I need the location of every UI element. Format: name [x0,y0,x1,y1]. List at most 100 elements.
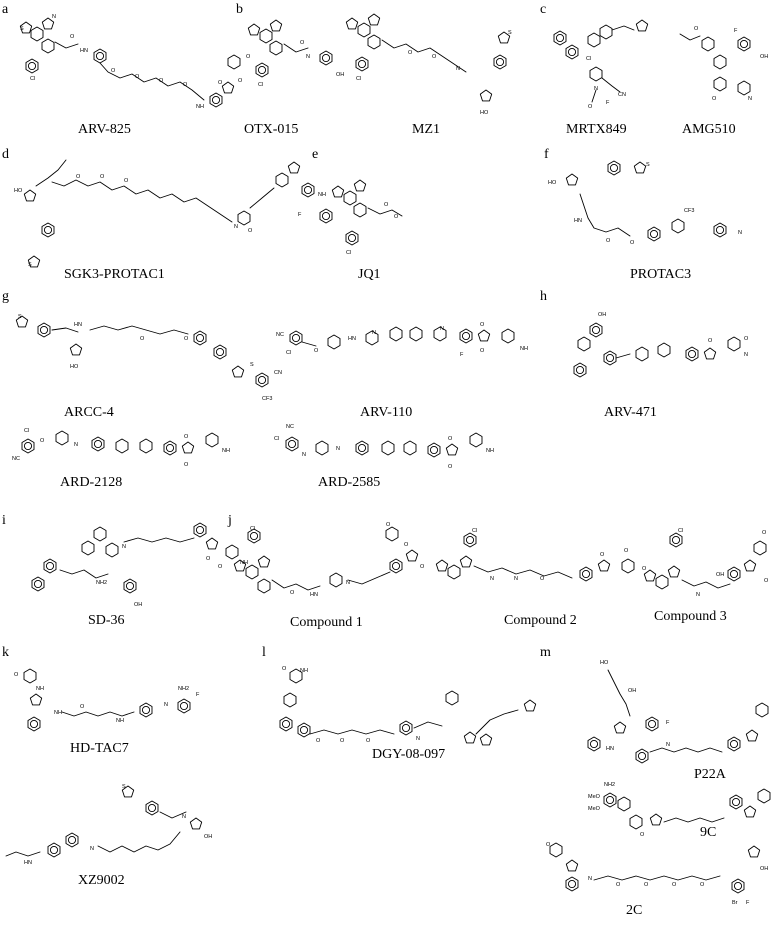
svg-text:O: O [140,336,145,342]
svg-text:O: O [184,336,189,342]
svg-text:Cl: Cl [678,528,683,534]
panel-letter-d: d [2,147,9,162]
svg-text:HN: HN [74,322,82,328]
svg-text:O: O [404,542,409,548]
svg-text:O: O [183,82,188,88]
svg-text:O: O [644,882,649,888]
svg-text:N: N [748,96,752,102]
label-p22a: P22A [694,767,727,782]
label-compound-1: Compound 1 [290,615,363,630]
svg-text:CN: CN [274,370,282,376]
panel-letter-c: c [540,2,546,17]
svg-text:F: F [734,28,738,34]
svg-text:CF3: CF3 [262,396,272,402]
label-mz1: MZ1 [412,122,440,137]
label-otx-015: OTX-015 [244,122,298,137]
svg-text:O: O [630,240,635,246]
svg-text:CF3: CF3 [684,208,694,214]
svg-text:N: N [306,54,310,60]
svg-text:MeO: MeO [588,794,601,800]
structure-compound-3: Cl NOH OO [643,528,769,598]
svg-text:OH: OH [598,312,606,318]
svg-text:O: O [246,54,251,60]
svg-text:S: S [250,362,254,368]
panel-letter-h: h [540,289,547,304]
svg-text:HN: HN [606,746,614,752]
svg-text:O: O [366,738,371,744]
svg-text:N: N [594,86,598,92]
svg-text:S: S [18,314,22,320]
label-mrtx849: MRTX849 [566,122,627,137]
svg-text:OH: OH [204,834,212,840]
svg-text:NH: NH [222,448,230,454]
svg-text:N: N [52,14,56,20]
structure-otx-015: Cl ON OH [247,19,344,88]
svg-text:N: N [456,66,460,72]
panel-letter-e: e [312,147,318,162]
svg-text:O: O [624,548,629,554]
svg-text:O: O [76,174,81,180]
structure-jq1: Cl OO [331,179,403,256]
svg-text:O: O [159,78,164,84]
svg-text:O: O [218,564,223,570]
svg-text:NH: NH [54,710,62,716]
svg-text:N: N [738,230,742,236]
svg-text:O: O [248,228,253,234]
svg-text:O: O [70,34,75,40]
svg-text:HO: HO [14,188,23,194]
panel-letter-f: f [544,147,549,162]
svg-text:O: O [340,738,345,744]
svg-text:O: O [672,882,677,888]
label-jq1: JQ1 [358,267,381,282]
svg-text:O: O [314,348,319,354]
label-compound-2: Compound 2 [504,613,577,628]
svg-text:NC: NC [276,332,284,338]
svg-text:HO: HO [70,364,79,370]
panel-letter-k: k [2,645,9,660]
label-compound-3: Compound 3 [654,609,727,624]
structure-arcc-4: S HN HO O O S CN CF3 [15,314,282,402]
svg-text:HN: HN [24,860,32,866]
svg-text:N: N [514,576,518,582]
svg-text:O: O [408,50,413,56]
svg-text:O: O [14,672,19,678]
svg-text:S: S [646,162,650,168]
svg-text:N: N [302,452,306,458]
svg-text:Cl: Cl [586,56,591,62]
svg-text:F: F [606,100,610,106]
svg-text:Cl: Cl [356,76,361,82]
label-arv-110: ARV-110 [360,405,412,420]
svg-text:N: N [336,446,340,452]
label-hd-tac7: HD-TAC7 [70,741,129,756]
panel-letter-j: j [227,513,232,528]
svg-text:Cl: Cl [30,76,35,82]
svg-text:O: O [588,104,593,110]
svg-text:HN: HN [348,336,356,342]
svg-text:O: O [40,438,45,444]
structure-amg510: O FOH NO [679,26,768,102]
svg-text:F: F [460,352,464,358]
svg-text:OH: OH [760,866,768,872]
svg-text:N: N [588,876,592,882]
svg-text:O: O [316,738,321,744]
svg-text:NH2: NH2 [178,686,189,692]
svg-text:NH: NH [520,346,528,352]
svg-text:O: O [394,214,399,220]
svg-text:N: N [440,326,444,332]
label-sgk3-protac1: SGK3-PROTAC1 [64,267,165,282]
svg-text:Cl: Cl [250,526,255,532]
svg-text:N: N [74,442,78,448]
svg-text:O: O [124,178,129,184]
svg-text:N: N [164,702,168,708]
label-arv-471: ARV-471 [604,405,657,420]
label-arv-825: ARV-825 [78,122,131,137]
svg-text:N: N [666,742,670,748]
structure-mrtx849: Cl N CN OF [553,19,649,110]
svg-text:NH2: NH2 [96,580,107,586]
svg-text:O: O [640,832,645,838]
